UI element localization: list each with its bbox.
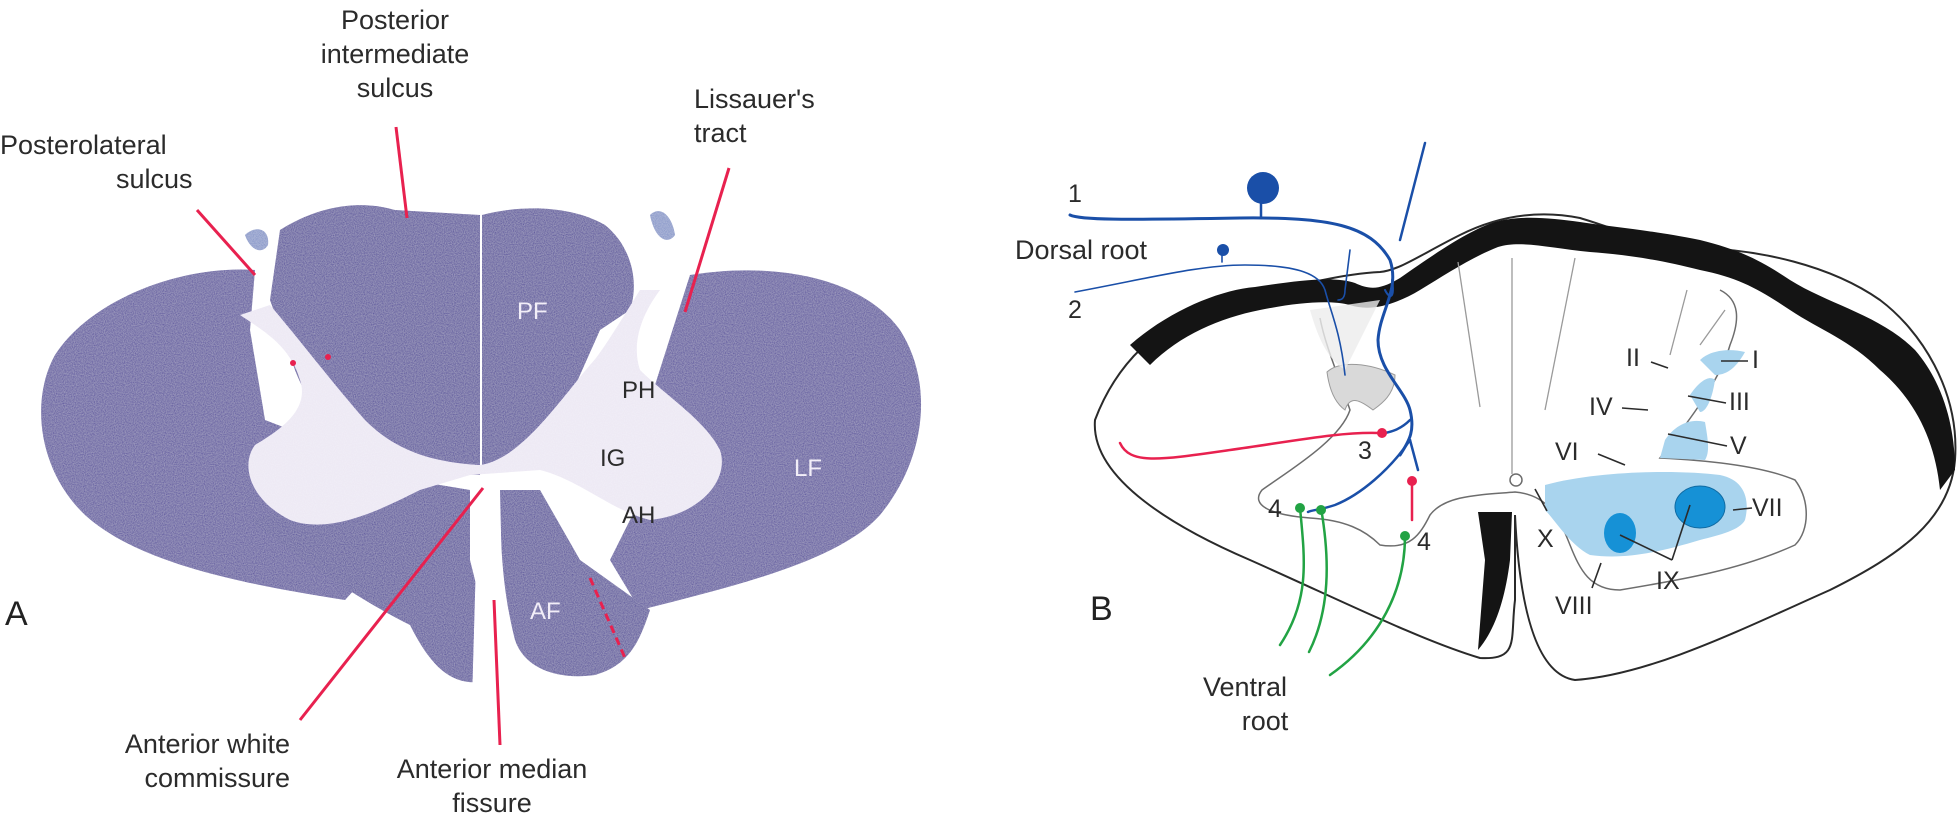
pathway-label-2: 2 xyxy=(1068,296,1082,324)
intermediate-gray-label: IG xyxy=(600,445,626,472)
panel-b-letter: B xyxy=(1090,590,1113,628)
pathway-label-4-right: 4 xyxy=(1417,528,1431,556)
anterior-median-fissure xyxy=(472,490,505,700)
dorsal-pial-band xyxy=(1130,217,1955,490)
afferent-fibers xyxy=(1068,141,1427,514)
anterior-horn-label: AH xyxy=(622,502,656,529)
afferent-to-interneuron xyxy=(1408,438,1420,472)
lamina-label-iv: IV xyxy=(1589,393,1613,421)
panel-b-schematic xyxy=(1068,141,1957,682)
anterior-median-fissure-label: Anterior median fissure xyxy=(396,754,588,818)
posterior-intermediate-sulcus-label: Posterior intermediate sulcus xyxy=(320,5,470,103)
anterior-funiculus-label: AF xyxy=(530,598,561,625)
interneuron-fibers xyxy=(1118,431,1414,522)
posterolateral-sulcus-label: Posterolateral sulcus xyxy=(0,130,193,194)
lamina-ix-medial-nucleus xyxy=(1604,513,1636,553)
posterolateral-sulcus-leader xyxy=(195,209,257,276)
afferent-hook xyxy=(1384,279,1394,297)
motor-neuron-1 xyxy=(1295,503,1305,513)
ventral-root-label: Ventral root xyxy=(1202,672,1289,736)
afferent-fiber-2 xyxy=(1074,264,1346,376)
lamina-label-ix: IX xyxy=(1656,567,1680,595)
lamina-label-vii: VII xyxy=(1752,494,1783,522)
motor-neuron-2 xyxy=(1316,505,1326,515)
lamina-iii-band xyxy=(1690,378,1715,412)
motor-axon-2 xyxy=(1307,506,1328,654)
pathway-label-4-left: 4 xyxy=(1268,495,1282,523)
lamina-v-band xyxy=(1660,420,1709,460)
ventral-boundary-dashed xyxy=(588,577,627,659)
ascending-fiber xyxy=(1398,141,1427,242)
right-rootlet-fragment xyxy=(650,211,675,240)
pathway-label-3: 3 xyxy=(1358,437,1372,465)
red-tract-fiber xyxy=(1118,431,1380,460)
motor-neuron-3 xyxy=(1400,531,1410,541)
spinal-cord-section xyxy=(41,205,922,700)
lamina-ix-lateral-nucleus xyxy=(1674,485,1726,529)
lissauers-tract-label: Lissauer's tract xyxy=(694,84,815,148)
motor-fibers xyxy=(1278,506,1407,677)
motor-axon-3 xyxy=(1328,534,1407,677)
septal-lines xyxy=(1457,257,1726,474)
lamina-label-iii: III xyxy=(1729,388,1750,416)
lamina-label-i: I xyxy=(1752,346,1759,374)
lamina-label-x: X xyxy=(1537,525,1554,553)
anterior-fissure-band xyxy=(1478,512,1512,650)
lissauers-tract-leader xyxy=(683,167,731,313)
anterior-white-commissure-leader xyxy=(298,487,485,721)
afferent-fiber-1 xyxy=(1068,213,1414,457)
red-star-markers xyxy=(290,354,331,366)
red-interneuron xyxy=(1407,476,1417,486)
lamina-leader-lines xyxy=(1534,360,1753,589)
red-neuron-3 xyxy=(1377,428,1387,438)
cord-outline xyxy=(1093,213,1957,682)
lateral-funiculus-label: LF xyxy=(794,455,823,482)
dorsal-root-ganglion-cell-large xyxy=(1247,172,1279,204)
lamina-label-ii: II xyxy=(1626,344,1640,372)
anterior-white-commissure-label: Anterior white commissure xyxy=(124,729,290,793)
central-canal xyxy=(1509,473,1523,487)
posterior-intermediate-sulcus-leader xyxy=(394,126,409,219)
posterior-horn-label: PH xyxy=(622,377,656,404)
dorsal-root-label: Dorsal root xyxy=(1015,235,1148,265)
panel-a-callout-lines xyxy=(195,126,731,746)
afferent-branch-collateral xyxy=(1337,249,1351,301)
lamina-label-vi: VI xyxy=(1555,438,1579,466)
posterior-funiculus-label: PF xyxy=(517,298,548,325)
left-anterior-funiculus xyxy=(250,480,488,683)
gray-matter xyxy=(240,290,722,525)
left-rootlet-fragment xyxy=(245,229,269,251)
dorsal-root-ganglion-cell-small xyxy=(1217,244,1229,256)
lamina-label-v: V xyxy=(1730,432,1747,460)
motor-axon-1 xyxy=(1278,506,1306,647)
panel-a-letter: A xyxy=(5,595,28,633)
lamina-label-viii: VIII xyxy=(1555,592,1593,620)
substantia-gelatinosa xyxy=(1326,363,1396,411)
afferent-to-4 xyxy=(1306,438,1412,514)
lamina-i-band xyxy=(1700,350,1745,375)
dorsal-horn-tip xyxy=(1310,300,1380,370)
right-posterior-funiculus xyxy=(482,208,634,472)
pathway-label-1: 1 xyxy=(1068,180,1082,208)
anterior-median-fissure-leader xyxy=(492,599,502,746)
right-lateral-funiculus xyxy=(610,270,922,610)
